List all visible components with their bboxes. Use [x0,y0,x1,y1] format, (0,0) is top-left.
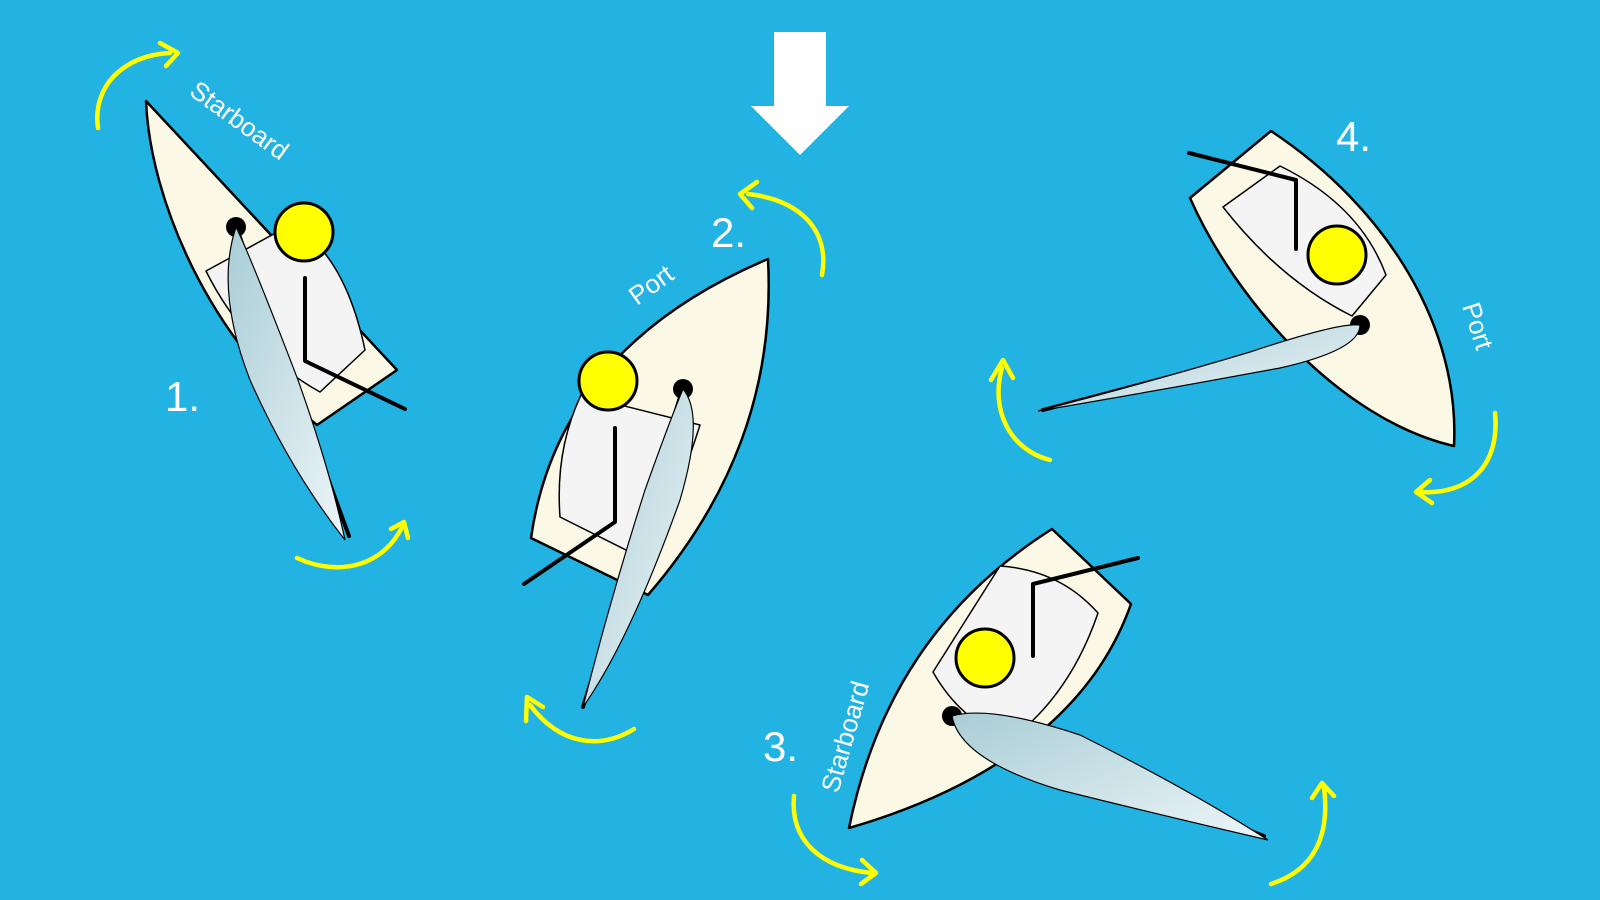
boat-4-sailor [1306,224,1368,286]
boat-2-rotation-arrowhead-bottom [523,694,546,724]
boat-3-rotation-arrowhead-left [858,857,879,887]
boat-1: 1. Starboard [95,40,411,570]
boat-1-tiller [303,276,407,411]
boat-2-rotation-arrowhead-top [737,179,760,211]
boat-2-sailor [577,350,639,412]
boat-4-tiller [1187,151,1298,251]
boat-1-sailor [273,201,335,263]
boat-3-rotation-arrow-right [1268,784,1328,887]
boat-4-rotation-arrowhead-left [988,357,1016,383]
boat-3-tiller [1031,556,1140,658]
boat-1-step-number: 1. [165,373,200,420]
boat-2-tiller [522,426,617,586]
boat-1-rotation-arrow-bottom [294,522,406,570]
boat-4-step-number: 4. [1336,113,1371,160]
boat-3-sail [951,712,1269,841]
wind-direction-arrow-icon [751,32,849,155]
boat-3-rotation-arrowhead-right [1309,780,1337,801]
boat-3-rotation-arrow-left [791,793,875,876]
boat-4: 4. Port [988,113,1500,506]
boat-2-rotation-arrow-top [745,191,826,278]
boat-2-rotation-arrow-bottom [527,702,637,744]
boat-4-sail [1037,324,1361,412]
boat-2-step-number: 2. [711,209,746,256]
boat-1-sail [227,225,346,541]
boat-2: 2. Port [522,179,826,744]
boat-1-rotation-arrow-top [95,50,173,131]
boat-3: 3. Starboard [763,527,1337,887]
boat-1-rotation-arrowhead-bottom [388,519,411,541]
boat-2-sail [582,387,694,708]
boat-4-rotation-arrowhead-right [1413,477,1435,506]
boat-1-rotation-arrowhead-top [157,40,181,69]
boat-4-rotation-arrow-right [1417,410,1498,495]
boat-3-step-number: 3. [763,723,798,770]
boat-4-rotation-arrow-left [996,365,1053,463]
boat-3-sailor [954,627,1016,689]
